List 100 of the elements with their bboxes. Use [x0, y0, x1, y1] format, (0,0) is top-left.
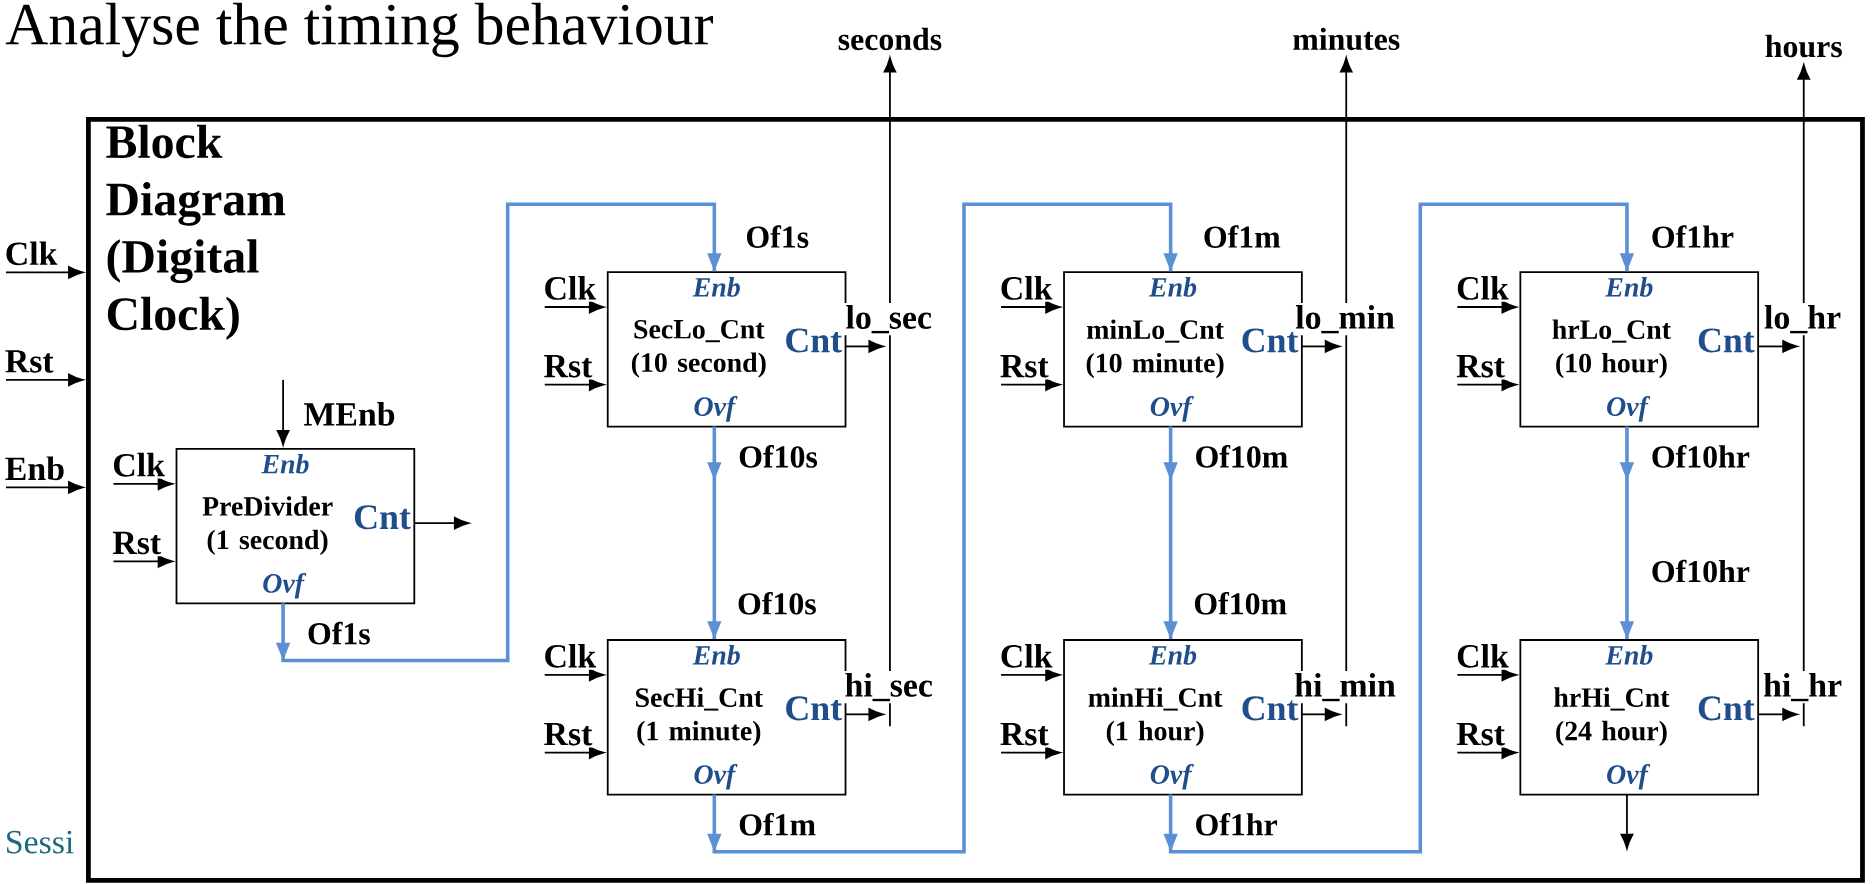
block-label: SecLo_Cnt (10 second)	[631, 319, 766, 378]
arrow	[844, 708, 884, 721]
arrow	[543, 746, 605, 759]
port-label: Ovf	[1607, 764, 1651, 790]
port-label: Enb	[261, 453, 309, 474]
port-label: Cnt	[1698, 696, 1755, 721]
arrow	[543, 668, 605, 682]
edge-label: Of10s	[736, 443, 820, 470]
signal-wire	[275, 202, 722, 663]
edge-label: Clk	[2, 239, 60, 268]
arrow	[1000, 300, 1061, 314]
port-label: Ovf	[1150, 764, 1194, 790]
signal-wire	[1619, 426, 1635, 640]
signal-label: Of10m	[1191, 589, 1290, 617]
port-label: Cnt	[786, 328, 842, 353]
counter-block	[175, 447, 416, 605]
port-label: Ovf	[694, 396, 738, 422]
block-label: minLo_Cnt (10 minute)	[1086, 319, 1224, 379]
edge-label: Of10m	[1192, 443, 1291, 470]
edge-label: Clk	[110, 450, 167, 479]
output-label: minutes	[1293, 27, 1400, 51]
edge-label: Rst	[997, 353, 1051, 380]
arrow	[543, 300, 605, 314]
edge-label: MEnb	[301, 400, 398, 428]
arrow	[5, 481, 84, 494]
edge-label: Rst	[541, 353, 595, 380]
edge-label: Clk	[1454, 641, 1511, 670]
counter-block	[606, 271, 847, 428]
arrow	[413, 516, 470, 530]
block-label: hrLo_Cnt (10 hour)	[1552, 319, 1671, 379]
signal-label: Of10hr	[1648, 557, 1752, 585]
edge-label: Rst	[541, 720, 595, 748]
port-label: Cnt	[786, 696, 842, 721]
arrow	[1339, 57, 1353, 728]
edge-label: Clk	[997, 641, 1055, 670]
signal-wire	[707, 426, 722, 640]
edge-label: Clk	[1454, 274, 1511, 302]
output-label: seconds	[838, 27, 942, 51]
edge-label: Rst	[997, 720, 1051, 748]
port-label: Enb	[1605, 645, 1653, 665]
port-label: Enb	[1148, 645, 1197, 665]
arrow	[276, 379, 290, 446]
arrow	[112, 477, 173, 491]
output-label: hours	[1765, 34, 1842, 58]
arrow	[844, 340, 884, 353]
signal-label: Of10s	[735, 589, 819, 617]
arrow	[1456, 668, 1517, 682]
port-label: Enb	[1605, 277, 1653, 297]
heading: Block Diagram (Digital Clock)	[106, 124, 286, 340]
port-label: Cnt	[1698, 328, 1755, 353]
counter-block	[1519, 271, 1760, 428]
arrow	[1757, 340, 1798, 353]
arrow	[1000, 668, 1061, 682]
signal-label: Of1hr	[1648, 223, 1736, 250]
edge-label: Enb	[2, 454, 67, 483]
block-label: PreDivider (1 second)	[202, 496, 333, 555]
block-label: SecHi_Cnt (1 minute)	[636, 687, 763, 747]
port-label: Ovf	[1150, 396, 1194, 422]
signal-label: Of1m	[1200, 223, 1283, 250]
signal-label: Of1s	[743, 223, 812, 250]
signal-wire	[1163, 202, 1635, 854]
title: Analyse the timing behaviour	[5, 2, 713, 58]
arrow	[1797, 64, 1811, 728]
arrow	[5, 373, 84, 387]
arrow	[1620, 793, 1634, 850]
edge-label: Rst	[2, 348, 56, 375]
signal-wire	[1163, 426, 1178, 640]
signal-wire	[707, 202, 1178, 854]
arrow	[1301, 708, 1340, 721]
arrow	[1757, 708, 1798, 721]
counter-block	[1519, 639, 1760, 796]
footer-text: Sessi	[7, 830, 74, 854]
edge-label: Clk	[541, 274, 599, 302]
edge-label: Rst	[1454, 353, 1507, 380]
arrow	[1000, 746, 1061, 759]
counter-block	[606, 639, 847, 796]
edge-label: Of1s	[305, 619, 373, 647]
edge-label: Of1hr	[1192, 810, 1280, 838]
port-label: Enb	[1148, 277, 1197, 297]
arrow	[883, 57, 897, 728]
edge-label: Rst	[110, 529, 164, 557]
edge-label: lo_sec	[843, 303, 934, 336]
port-label: Enb	[692, 277, 740, 297]
arrow	[1456, 746, 1517, 759]
edge-label: Clk	[997, 274, 1055, 302]
edge-label: Clk	[541, 641, 599, 670]
arrow	[1000, 378, 1061, 391]
edge-label: Rst	[1454, 720, 1507, 748]
edge-label: hi_sec	[842, 671, 935, 704]
port-label: Ovf	[263, 572, 307, 599]
edge-label: lo_hr	[1762, 303, 1844, 336]
arrow	[5, 266, 84, 279]
arrow	[112, 555, 173, 568]
edge-label: Of10hr	[1648, 443, 1752, 470]
port-label: Ovf	[694, 764, 738, 790]
edge-label: Of1m	[736, 810, 819, 838]
port-label: Ovf	[1607, 396, 1651, 422]
arrow	[1456, 300, 1517, 314]
block-label: minHi_Cnt (1 hour)	[1088, 687, 1223, 747]
block-label: hrHi_Cnt (24 hour)	[1554, 687, 1670, 747]
